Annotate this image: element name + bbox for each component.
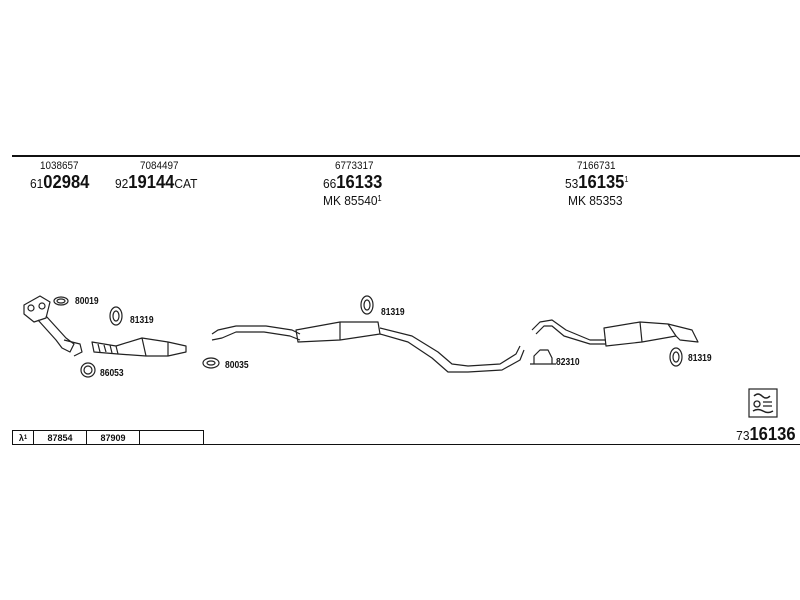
group-1-main: 02984: [43, 172, 90, 192]
group-2-suffix: CAT: [174, 176, 198, 191]
table-cell-2[interactable]: 87909: [87, 431, 140, 444]
group-3-main: 16133: [336, 172, 383, 192]
group-2-prefix: 92: [115, 176, 129, 191]
header-rule: [12, 155, 800, 157]
group-1-part-number[interactable]: 6102984: [30, 173, 89, 193]
intermediate-pipe-top: [211, 325, 301, 335]
table-cell-1[interactable]: 87854: [34, 431, 87, 444]
hanger-ring-3: [669, 347, 683, 367]
gasket-80019: [53, 296, 69, 306]
rear-pipe-top: [379, 327, 521, 367]
group-3-mk-sup: 1: [377, 194, 382, 203]
manifold-flange: [23, 295, 51, 323]
label-81319-c[interactable]: 81319: [688, 353, 712, 364]
tailpipe-end: [667, 323, 699, 343]
parts-catalog-logo-icon: [748, 388, 778, 418]
total-prefix: 73: [736, 428, 750, 443]
group-4-prefix: 53: [565, 176, 579, 191]
downpipe: [37, 315, 75, 353]
seal-ring-86053: [80, 362, 96, 378]
catalytic-converter: [115, 337, 187, 357]
hanger-ring-1: [109, 306, 123, 326]
gasket-80035: [202, 357, 220, 369]
table-cell-3: [140, 431, 203, 444]
group-3-prefix: 66: [323, 176, 337, 191]
clamp-82310: [530, 349, 556, 365]
group-3-mk-text: MK 85540: [323, 193, 378, 208]
group-4-mk-text: MK 85353: [568, 193, 623, 208]
tailpipe-front: [531, 319, 606, 341]
group-1-prefix: 61: [30, 176, 44, 191]
group-4-mk[interactable]: MK 85353: [568, 193, 623, 209]
label-81319-b[interactable]: 81319: [381, 307, 405, 318]
hanger-ring-2: [360, 295, 374, 315]
group-2-part-number[interactable]: 9219144CAT: [115, 173, 197, 193]
label-86053[interactable]: 86053: [100, 368, 124, 379]
label-82310[interactable]: 82310: [556, 357, 580, 368]
lambda-symbol: λ: [18, 432, 24, 443]
group-3-ref: 6773317: [335, 160, 374, 172]
group-3-mk[interactable]: MK 855401: [323, 193, 382, 209]
group-4-part-number[interactable]: 53161351: [565, 173, 628, 193]
total-part-number[interactable]: 7316136: [737, 424, 796, 445]
label-80019[interactable]: 80019: [75, 296, 99, 307]
group-2-ref: 7084497: [140, 160, 179, 172]
group-4-main: 16135: [578, 172, 625, 192]
group-4-sup: 1: [624, 175, 629, 184]
footer-rule: [12, 444, 800, 445]
middle-silencer: [295, 321, 381, 343]
label-81319-a[interactable]: 81319: [130, 315, 154, 326]
label-80035[interactable]: 80035: [225, 360, 249, 371]
group-1-ref: 1038657: [40, 160, 79, 172]
group-2-main: 19144: [128, 172, 175, 192]
group-3-part-number[interactable]: 6616133: [323, 173, 382, 193]
group-4-ref: 7166731: [577, 160, 616, 172]
total-main: 16136: [749, 424, 796, 444]
lambda-sup: 1: [23, 434, 28, 441]
